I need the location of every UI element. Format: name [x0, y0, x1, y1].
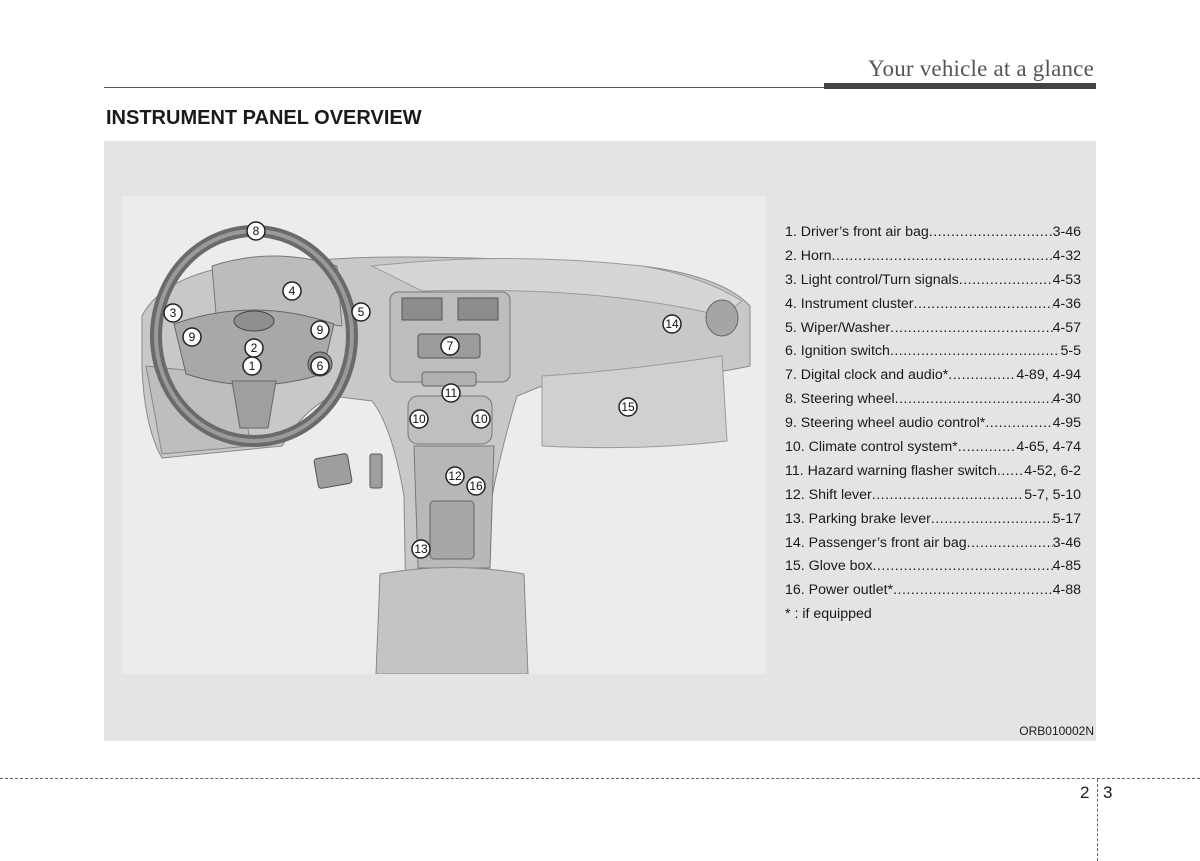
legend-item: 13. Parking brake lever 5-17	[785, 508, 1081, 532]
legend-item: 10. Climate control system* 4-65, 4-74	[785, 436, 1081, 460]
svg-text:6: 6	[317, 359, 324, 373]
callout-3: 3	[163, 303, 183, 323]
callout-16: 16	[466, 476, 486, 496]
section-title: Your vehicle at a glance	[868, 56, 1094, 81]
legend-item: 3. Light control/Turn signals 4-53	[785, 269, 1081, 293]
callout-11: 11	[441, 383, 461, 403]
svg-text:10: 10	[412, 412, 426, 426]
legend-footnote: * : if equipped	[785, 606, 872, 623]
legend-item: 2. Horn 4-32	[785, 245, 1081, 269]
svg-text:4: 4	[289, 284, 296, 298]
callout-7: 7	[440, 336, 460, 356]
callout-4: 4	[282, 281, 302, 301]
legend-item: 9. Steering wheel audio control* 4-95	[785, 412, 1081, 436]
callout-10-right: 10	[471, 409, 491, 429]
callout-15: 15	[618, 397, 638, 417]
legend-item: 7. Digital clock and audio* 4-89, 4-94	[785, 364, 1081, 388]
svg-text:9: 9	[189, 330, 196, 344]
page-heading: INSTRUMENT PANEL OVERVIEW	[106, 107, 422, 129]
callout-10-left: 10	[409, 409, 429, 429]
callout-5: 5	[351, 302, 371, 322]
figure-panel: 1 2 3 4 5 6 7 8 9 9 10 10 11 12 13 14 15…	[104, 141, 1096, 741]
svg-text:15: 15	[621, 400, 635, 414]
instrument-panel-illustration: 1 2 3 4 5 6 7 8 9 9 10 10 11 12 13 14 15…	[122, 196, 766, 674]
callout-9-left: 9	[182, 327, 202, 347]
footer-rule	[0, 778, 1200, 779]
svg-text:10: 10	[474, 412, 488, 426]
page-chapter: 2	[1080, 783, 1090, 802]
footer-divider	[1097, 779, 1098, 861]
svg-text:2: 2	[251, 341, 258, 355]
svg-text:13: 13	[414, 542, 428, 556]
header-rule	[104, 87, 1094, 88]
svg-text:12: 12	[448, 469, 462, 483]
legend-item: 1. Driver’s front air bag3-46	[785, 221, 1081, 245]
header-accent-bar	[824, 83, 1096, 89]
legend-item: 14. Passenger’s front air bag 3-46	[785, 532, 1081, 556]
callout-13: 13	[411, 539, 431, 559]
legend-item: 11. Hazard warning flasher switch4-52, 6…	[785, 460, 1081, 484]
svg-text:9: 9	[317, 323, 324, 337]
legend-item: 6. Ignition switch5-5	[785, 340, 1081, 364]
legend-item: 5. Wiper/Washer4-57	[785, 317, 1081, 341]
callout-9-right: 9	[310, 320, 330, 340]
svg-text:11: 11	[445, 386, 458, 400]
svg-text:14: 14	[665, 317, 679, 331]
callout-2: 2	[244, 338, 264, 358]
legend-item: 16. Power outlet*4-88	[785, 579, 1081, 603]
svg-text:3: 3	[170, 306, 177, 320]
callout-12: 12	[445, 466, 465, 486]
svg-text:7: 7	[447, 339, 454, 353]
figure-code: ORB010002N	[1019, 724, 1094, 738]
legend-item: 15. Glove box 4-85	[785, 555, 1081, 579]
legend-item: 12. Shift lever 5-7, 5-10	[785, 484, 1081, 508]
component-legend: 1. Driver’s front air bag3-46 2. Horn 4-…	[785, 221, 1081, 627]
callout-1: 1	[242, 356, 262, 376]
svg-text:16: 16	[469, 479, 483, 493]
legend-item: 4. Instrument cluster4-36	[785, 293, 1081, 317]
svg-text:8: 8	[253, 224, 260, 238]
callout-6: 6	[310, 356, 330, 376]
page-number: 3	[1103, 783, 1113, 802]
legend-item: 8. Steering wheel 4-30	[785, 388, 1081, 412]
callout-14: 14	[662, 314, 682, 334]
svg-text:1: 1	[249, 359, 256, 373]
callout-8: 8	[246, 221, 266, 241]
svg-text:5: 5	[358, 305, 365, 319]
